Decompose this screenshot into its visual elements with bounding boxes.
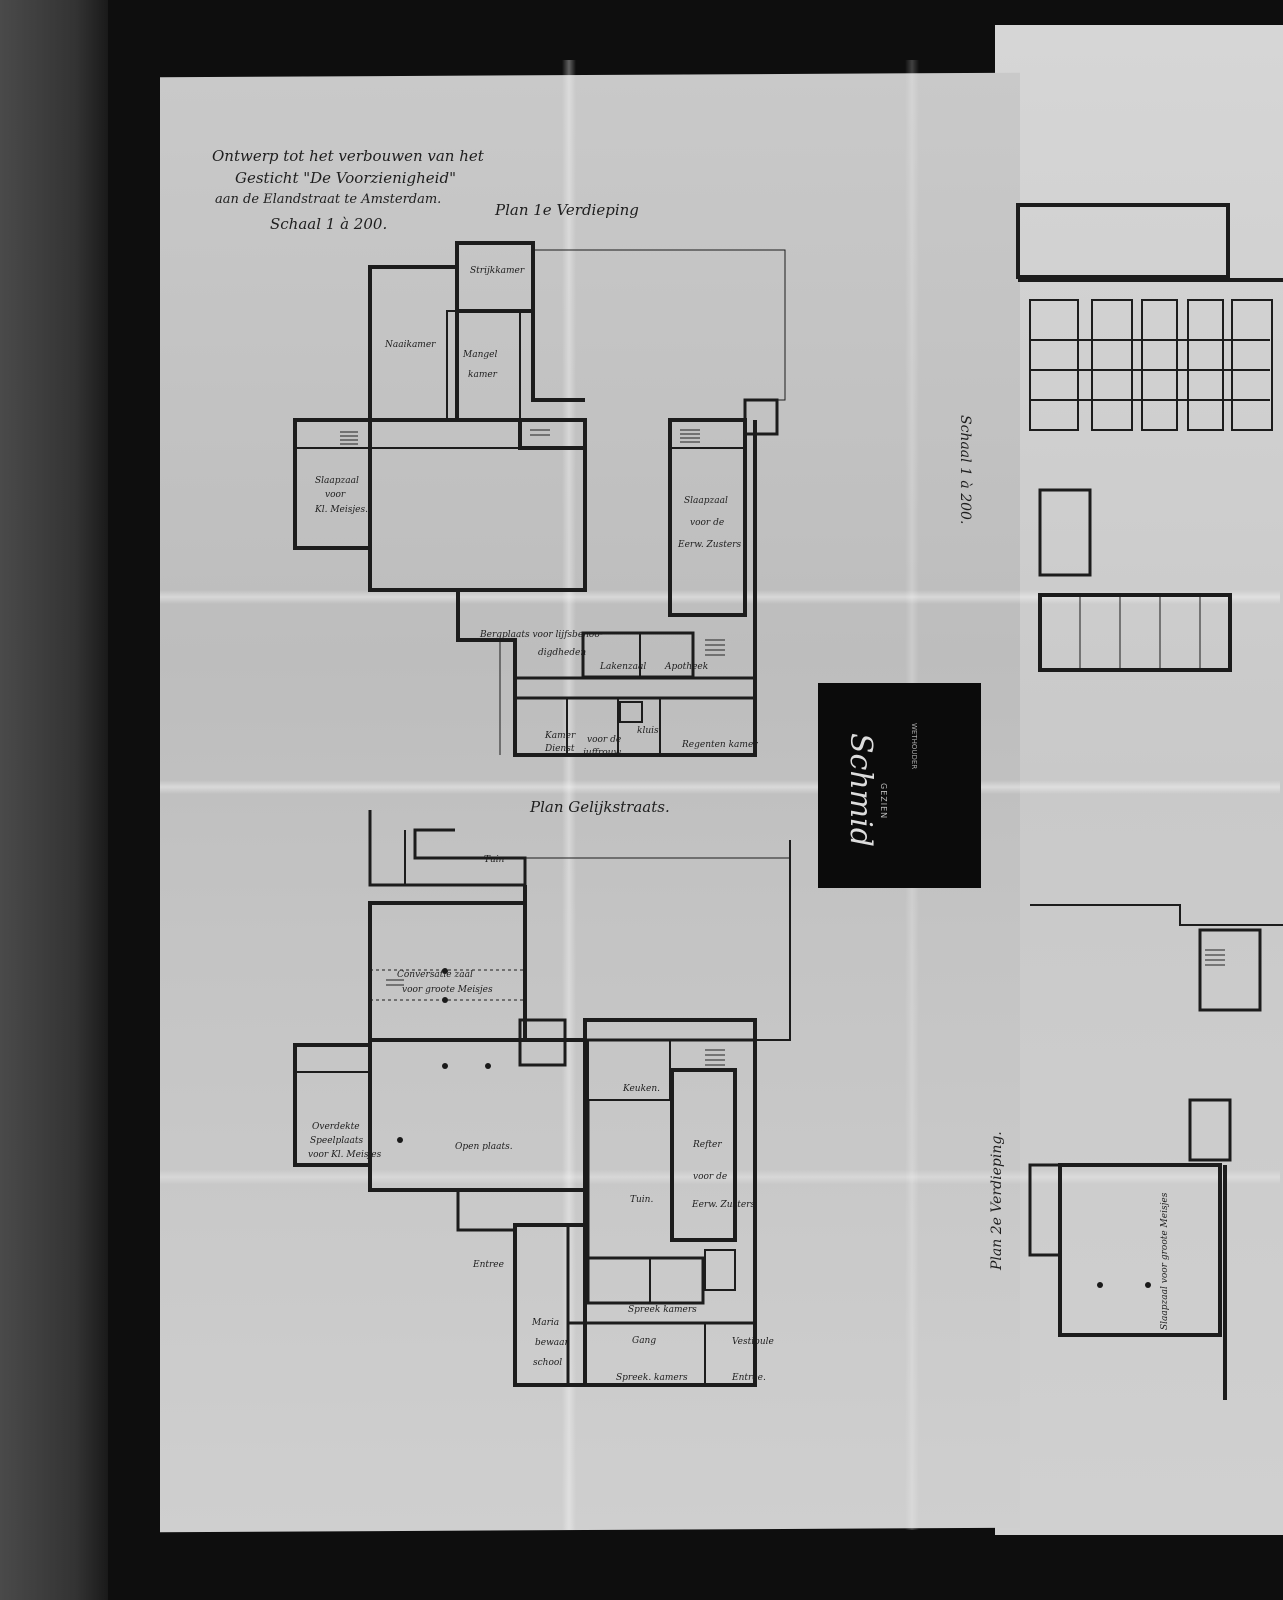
room-juffrouw: voor de — [587, 735, 622, 745]
room-maria-bewaarschool: school — [533, 1358, 563, 1368]
title-line-3: aan de Elandstraat te Amsterdam. — [215, 192, 442, 207]
room-overdekte-speelplaats: Overdekte — [312, 1122, 360, 1132]
room-slaapzaal-kl: Slaapzaal — [315, 476, 359, 486]
fold-line — [160, 780, 1280, 794]
room-slaapzaal-kl: Kl. Meisjes. — [315, 505, 368, 515]
room-refter: Refter — [693, 1140, 722, 1150]
stamp-heading: GEZIEN — [879, 783, 888, 820]
room-refter: Eerw. Zusters — [692, 1200, 756, 1210]
room-slaapzaal-groote: Slaapzaal voor groote Meisjes — [1160, 1192, 1170, 1330]
room-maria-bewaarschool: Maria — [532, 1318, 560, 1328]
first-floor-walls — [293, 241, 786, 757]
room-open-plaats: Open plaats. — [455, 1142, 513, 1152]
room-regentenkamer: Regenten kamer — [682, 740, 758, 750]
room-naaikamer: Naaikamer — [385, 340, 436, 350]
title-line-1: Ontwerp tot het verbouwen van het — [212, 147, 484, 165]
room-overdekte-speelplaats: voor Kl. Meisjes — [308, 1150, 382, 1160]
room-strijkkamer: Strijkkamer — [470, 266, 525, 276]
stairs — [340, 429, 1225, 1066]
room-maria-bewaarschool: bewaar — [535, 1338, 569, 1348]
fold-line — [160, 1170, 1280, 1184]
approval-stamp: GEZIEN WETHOUDER Schmid — [818, 683, 981, 888]
right-scale-label: Schaal 1 à 200. — [957, 415, 973, 525]
right-sheet-drawings — [1016, 203, 1283, 1400]
plan-second-floor-title: Plan 2e Verdieping. — [989, 1131, 1005, 1270]
room-spreekkamers: Spreek kamers — [628, 1305, 697, 1315]
room-kamer-dienst: Kamer — [545, 731, 576, 741]
room-slaapzaal-zusters: voor de — [690, 518, 725, 528]
room-slaapzaal-zusters: Eerw. Zusters — [678, 540, 742, 550]
room-juffrouw: juffrouw — [583, 748, 622, 758]
scale-label: Schaal 1 à 200. — [270, 215, 388, 233]
room-tuin-top: Tuin — [484, 855, 505, 865]
room-bergplaats: digdheden — [538, 648, 587, 658]
fold-line — [160, 590, 1280, 604]
title-line-2: Gesticht "De Voorzienigheid" — [235, 169, 456, 187]
ground-floor-walls — [293, 810, 791, 1387]
room-refter: voor de — [693, 1172, 728, 1182]
room-entree-right: Entree. — [732, 1373, 766, 1383]
room-bergplaats: Bergplaats voor lijfsbenoo- — [480, 630, 603, 640]
room-vestibule: Vestibule — [732, 1337, 774, 1347]
room-overdekte-speelplaats: Speelplaats — [310, 1136, 364, 1146]
column-dots — [397, 968, 1151, 1288]
room-entree-left: Entree — [473, 1260, 504, 1270]
room-kamer-dienst: Dienst — [545, 744, 575, 754]
stamp-signature: Schmid — [843, 733, 878, 847]
room-tuin: Tuin. — [630, 1195, 654, 1205]
room-mangelkamer: Mangel — [463, 350, 498, 360]
room-mangelkamer: kamer — [468, 370, 497, 380]
stamp-role: WETHOUDER — [910, 723, 918, 770]
room-kluis: kluis — [637, 726, 659, 736]
room-keuken: Keuken. — [623, 1084, 661, 1094]
room-gang: Gang — [632, 1336, 657, 1346]
fold-line — [562, 60, 576, 1530]
room-spreekkamers-lower: Spreek. kamers — [616, 1373, 688, 1383]
plan-first-floor-title: Plan 1e Verdieping — [495, 201, 639, 219]
background-strip — [0, 0, 108, 1600]
room-slaapzaal-zusters: Slaapzaal — [684, 496, 728, 506]
room-slaapzaal-kl: voor — [325, 490, 346, 500]
plan-ground-floor-title: Plan Gelijkstraats. — [530, 798, 670, 816]
room-apotheek: Apotheek — [665, 662, 709, 672]
room-lakenzaal: Lakenzaal — [600, 662, 647, 672]
room-conversatiezaal: voor groote Meisjes — [402, 985, 493, 995]
room-conversatiezaal: Conversatie zaal — [397, 970, 473, 980]
